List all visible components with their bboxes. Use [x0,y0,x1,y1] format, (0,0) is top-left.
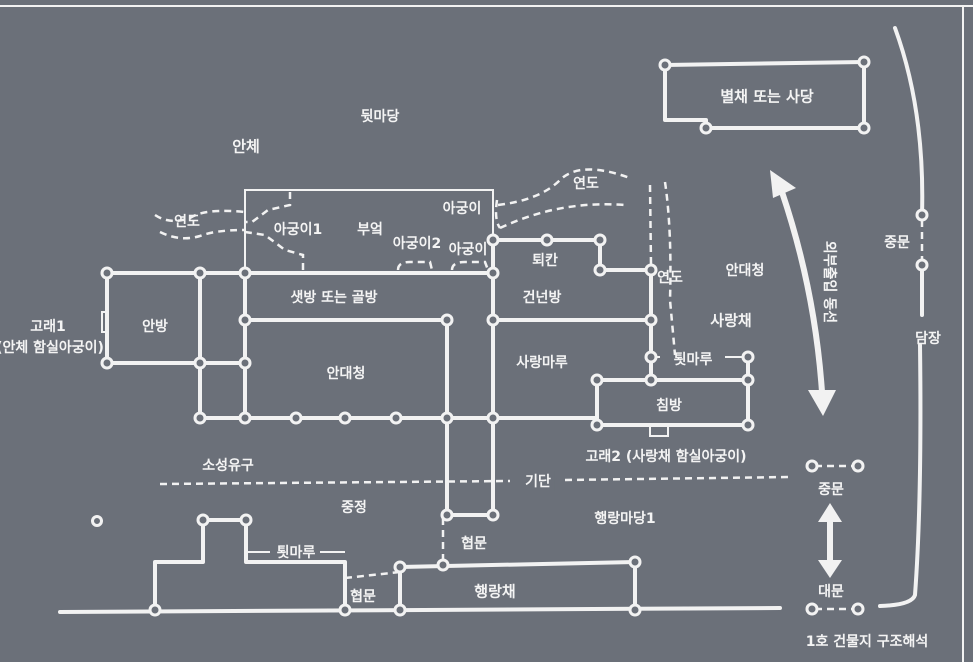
column-node [238,411,252,425]
column-node [741,373,755,387]
wall-label: 담장 [915,331,941,347]
column-node [851,459,865,473]
gorae1-label: 고래1 [30,319,66,335]
column-node [851,602,865,616]
jungmun-label: 중문 [818,482,844,498]
column-node [590,373,604,387]
column-node [389,411,403,425]
anche-label: 안체 [232,137,260,156]
agungi-label: 아궁이 [442,201,482,217]
haengrangchae-label: 행랑채 [474,582,516,601]
twitmaru-label: 툇마루 [276,545,316,561]
twitmaru-label: 툇마루 [673,352,713,368]
flue-label: 연도 [174,214,200,230]
column-node [741,350,755,364]
column-node [486,508,500,522]
column-node [628,603,642,617]
column-node [289,411,303,425]
column-node [857,55,871,69]
column-node [486,411,500,425]
column-node [590,418,604,432]
column-node [658,58,672,72]
circulation-label: 외부출입 동선 [821,240,837,324]
column-node [915,208,929,222]
agungi-label: 아궁이 [448,242,488,258]
column-node [805,602,819,616]
anbang-label: 안방 [142,319,168,335]
column-node [338,603,352,617]
kitchen-label: 부엌 [357,222,383,238]
column-node [805,459,819,473]
column-node [393,603,407,617]
column-node [644,313,658,327]
column-node [100,356,114,370]
column-node [193,356,207,370]
gorae1-note: (안체 함실아궁이) [0,340,104,356]
kitchen-outline [244,189,494,273]
column-node [338,411,352,425]
column-node [238,313,252,327]
column-node [196,513,210,527]
column-nodes [100,55,929,617]
column-node [857,121,871,135]
andaecheong-right-label: 안대청 [725,263,765,279]
daemun-label: 대문 [818,584,844,600]
agungi2-label: 아궁이2 [392,236,442,252]
column-node [440,411,454,425]
gorae2-label: 고래2 (사랑채 함실아궁이) [585,449,747,465]
column-node [239,513,253,527]
diagram-title: 1호 건물지 구조해석 [805,634,929,650]
haengrang-yard-label: 행랑마당1 [594,511,656,527]
flue-label: 연도 [573,176,599,192]
column-node [148,603,162,617]
jungmun-wall-label: 중문 [884,235,910,251]
andaecheong-label: 안대청 [326,366,366,382]
saetbang-label: 샛방 또는 골방 [290,290,378,306]
jungjeong-label: 중정 [341,500,367,516]
agungi1-label: 아궁이1 [273,222,323,238]
byeolchae-label: 별채 또는 사당 [720,87,814,106]
chimbang-label: 침방 [656,398,682,414]
column-node [540,233,554,247]
column-node [644,350,658,364]
gidan-label: 기단 [522,471,554,491]
hyeopmun-label: 협문 [350,589,376,605]
column-node [486,233,500,247]
toekan-label: 퇴칸 [532,253,558,269]
column-node [238,266,252,280]
column-node [440,313,454,327]
column-node [644,263,658,277]
column-node [699,121,713,135]
column-node [393,560,407,574]
column-node [915,258,929,272]
column-node [741,418,755,432]
column-node [628,555,642,569]
column-node [644,373,658,387]
column-node [593,263,607,277]
column-node [193,411,207,425]
back-yard-label: 뒷마당 [360,109,400,125]
column-node [100,266,114,280]
sarangmaru-label: 사랑마루 [516,355,568,371]
column-node [486,313,500,327]
geonneonbang-label: 건넌방 [522,290,562,306]
column-node [238,356,252,370]
flue-label: 연도 [657,270,683,286]
soseong-label: 소성유구 [202,458,254,474]
column-node [440,508,454,522]
column-node [436,558,450,572]
sarangchae-label: 사랑채 [710,311,752,330]
hyeopmun-label: 협문 [461,536,487,552]
column-node [486,266,500,280]
column-node [593,233,607,247]
column-node [193,266,207,280]
